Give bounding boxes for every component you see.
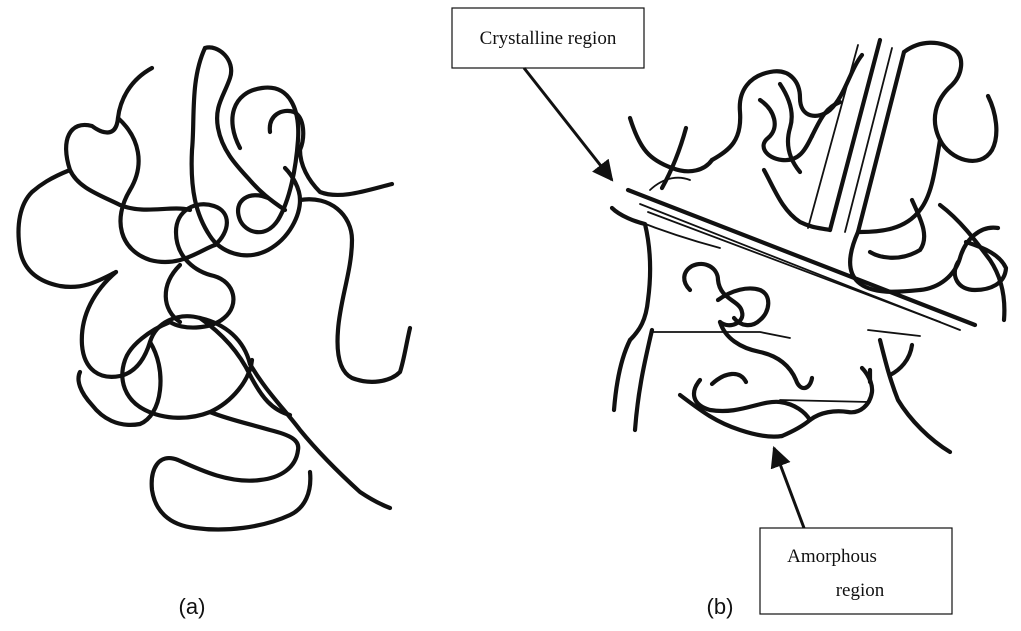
callout-amorphous-arrow — [774, 448, 804, 528]
panel-b-semicrystalline — [612, 40, 1006, 452]
callout-crystalline-text: Crystalline region — [480, 28, 617, 49]
callout-amorphous-box — [760, 528, 952, 614]
callout-crystalline: Crystalline region — [452, 8, 644, 180]
callout-amorphous-text-line1: Amorphous — [787, 546, 877, 567]
callout-amorphous: Amorphous region — [760, 448, 952, 614]
callout-crystalline-arrow — [524, 68, 612, 180]
panel-label-a: (a) — [179, 594, 206, 619]
callout-amorphous-text-line2: region — [836, 580, 885, 601]
panel-a-random-coil — [19, 47, 411, 529]
crystalline-lamella — [628, 40, 975, 330]
panel-label-b: (b) — [707, 594, 734, 619]
